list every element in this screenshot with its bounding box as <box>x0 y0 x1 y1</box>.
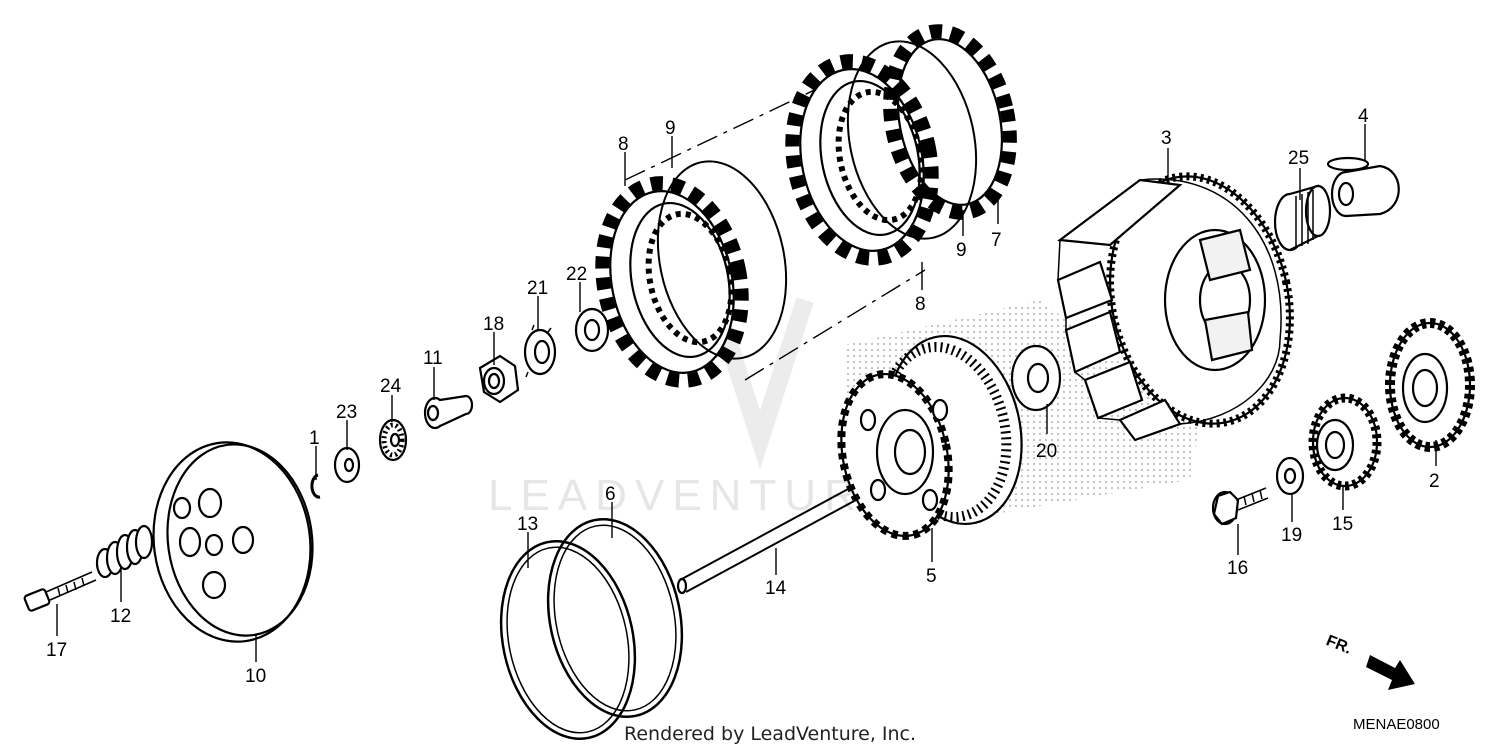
callout-22: 22 <box>566 264 587 285</box>
part-9-clutch-plate-front <box>645 160 788 360</box>
part-19-washer <box>1275 456 1305 496</box>
part-7-friction-disc <box>883 24 1017 220</box>
part-18-nut <box>478 354 520 404</box>
direction-label: FR. <box>1324 632 1354 657</box>
part-20-thrust-washer <box>1010 344 1062 412</box>
part-6-o-ring <box>546 518 684 718</box>
callout-25: 25 <box>1288 148 1309 169</box>
callout-9-rear: 9 <box>956 240 967 261</box>
callout-8-front: 8 <box>618 134 629 155</box>
part-24-bearing <box>378 418 408 462</box>
callout-17: 17 <box>46 640 67 661</box>
part-3-clutch-outer <box>1056 172 1294 442</box>
part-2-gear <box>1385 318 1475 452</box>
part-17-bolt <box>23 571 97 612</box>
front-direction-arrow: FR. <box>1324 632 1415 690</box>
part-25-needle-bearing <box>1273 184 1332 252</box>
part-8-friction-disc-front <box>595 176 749 388</box>
callout-9-front: 9 <box>665 118 676 139</box>
callout-13: 13 <box>517 514 538 535</box>
callout-10: 10 <box>245 666 266 687</box>
part-10-pressure-plate <box>152 441 314 643</box>
part-5-clutch-center <box>837 334 1023 540</box>
callout-16: 16 <box>1227 558 1248 579</box>
alignment-lines <box>624 84 926 381</box>
leader-lines <box>56 124 1437 662</box>
part-22-thrust-washer <box>574 307 610 353</box>
callout-19: 19 <box>1281 525 1302 546</box>
callout-5: 5 <box>926 566 937 587</box>
callout-21: 21 <box>527 278 548 299</box>
part-16-flange-bolt <box>1211 487 1269 526</box>
watermark-text: LEADVENTURE <box>488 471 901 520</box>
part-13-o-ring <box>499 540 637 740</box>
callout-18: 18 <box>483 314 504 335</box>
callout-14: 14 <box>765 578 787 599</box>
part-23-washer <box>333 446 361 484</box>
part-11-lifter <box>423 394 474 430</box>
diagram-code: MENAE0800 <box>1353 716 1440 733</box>
watermark: LEADVENTURE <box>488 297 901 520</box>
callout-11: 11 <box>423 348 443 369</box>
part-9-clutch-plate-rear <box>846 40 978 240</box>
callout-7: 7 <box>991 230 1002 251</box>
callout-3: 3 <box>1161 128 1172 149</box>
callout-4: 4 <box>1358 106 1369 127</box>
part-4-collar <box>1326 156 1400 218</box>
render-credit: Rendered by LeadVenture, Inc. <box>624 723 916 745</box>
callout-20: 20 <box>1036 441 1057 462</box>
part-15-gear <box>1308 393 1382 491</box>
callout-12: 12 <box>110 606 131 627</box>
callout-15: 15 <box>1332 514 1353 535</box>
callout-24: 24 <box>380 376 402 397</box>
part-21-lock-washer <box>523 324 557 378</box>
part-14-push-rod <box>676 487 857 595</box>
callout-6: 6 <box>605 484 616 505</box>
callout-23: 23 <box>336 402 357 423</box>
callout-2: 2 <box>1429 471 1440 492</box>
callout-8-rear: 8 <box>915 294 926 315</box>
callout-labels: 1 23 24 11 18 21 22 8 9 9 7 8 3 25 4 20 … <box>46 106 1440 687</box>
part-12-spring <box>95 524 154 579</box>
callout-1: 1 <box>309 428 320 449</box>
